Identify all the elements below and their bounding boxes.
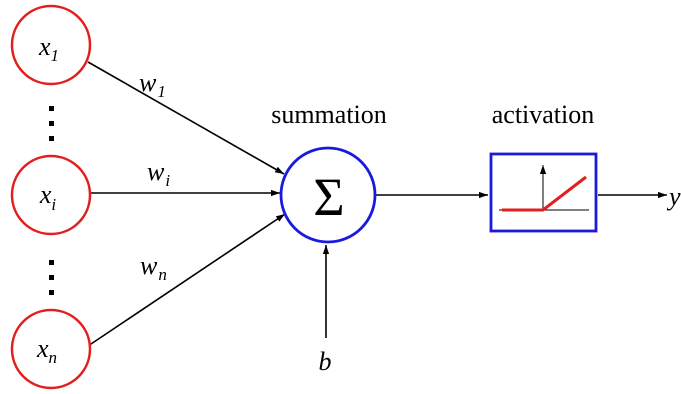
input-subscript: 1 <box>51 46 60 65</box>
weight-symbol: w <box>140 251 158 280</box>
svg-text:xn: xn <box>36 334 57 367</box>
weight-symbol: w <box>147 157 165 186</box>
input-subscript: n <box>49 348 58 367</box>
input-node-x1: x1 <box>10 4 92 86</box>
sigma-symbol: Σ <box>313 167 344 227</box>
ellipsis-dots-upper <box>49 106 54 141</box>
ellipsis-dots-lower <box>49 260 54 295</box>
edge-x1-to-sum <box>87 61 285 175</box>
edge-xn-to-sum <box>87 213 286 347</box>
svg-text:xi: xi <box>39 180 57 214</box>
input-symbol: x <box>39 180 52 209</box>
input-symbol: x <box>38 32 51 61</box>
weight-symbol: w <box>139 68 157 97</box>
weight-subscript: 1 <box>157 82 166 101</box>
input-node-xn: xn <box>10 308 92 390</box>
activation-label: activation <box>492 100 595 129</box>
summation-node: Σ <box>279 146 377 244</box>
svg-text:x1: x1 <box>38 32 59 65</box>
relu-curve-icon <box>499 165 589 212</box>
weight-label-wi: wi <box>147 157 170 190</box>
summation-label: summation <box>271 100 387 129</box>
weight-subscript: i <box>165 171 170 190</box>
input-subscript: i <box>51 195 56 214</box>
weight-subscript: n <box>158 265 167 284</box>
weight-label-w1: w1 <box>139 68 166 101</box>
output-label: y <box>666 182 681 211</box>
bias-label: b <box>319 347 332 376</box>
input-node-xi: xi <box>10 154 92 236</box>
input-symbol: x <box>36 334 49 363</box>
weight-label-wn: wn <box>140 251 167 284</box>
activation-box <box>489 152 598 233</box>
